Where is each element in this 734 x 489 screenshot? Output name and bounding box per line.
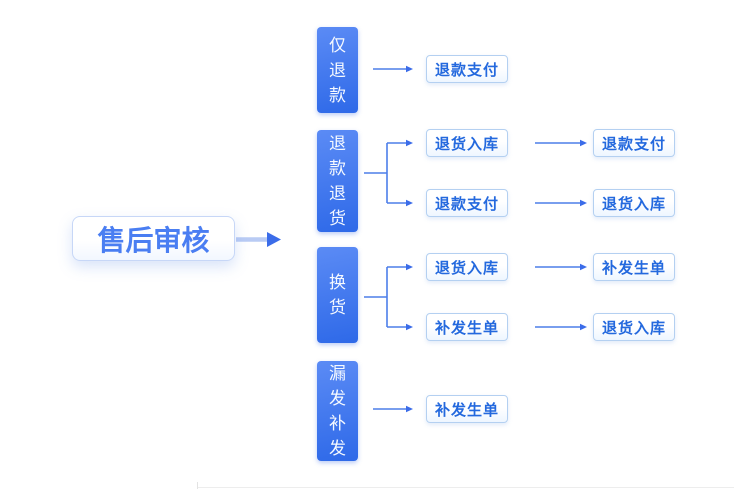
category-node-refund-return: 退款退货	[317, 130, 358, 232]
step-node: 补发生单	[426, 395, 508, 423]
step-label: 退货入库	[601, 195, 666, 213]
step-label: 补发生单	[601, 259, 666, 277]
category-label: 漏发补发	[329, 364, 346, 458]
step-node: 退款支付	[593, 129, 675, 157]
bottom-divider-tick	[197, 482, 198, 489]
step-node: 退货入库	[593, 189, 675, 217]
main-arrow	[236, 232, 281, 247]
category-node-refund-only: 仅退款	[317, 27, 358, 113]
step-node: 退款支付	[426, 55, 508, 83]
step-label: 退货入库	[434, 259, 499, 277]
category-label: 换货	[329, 273, 346, 317]
step-node: 退货入库	[426, 253, 508, 281]
step-node: 补发生单	[593, 253, 675, 281]
bottom-divider-line	[197, 487, 734, 488]
category-label: 退款退货	[329, 134, 346, 228]
step-node: 补发生单	[426, 313, 508, 341]
root-node-label: 售后审核	[97, 224, 210, 256]
step-label: 退货入库	[434, 135, 499, 153]
root-node-after-sales-review: 售后审核	[72, 216, 235, 261]
step-label: 补发生单	[434, 319, 499, 337]
fork-g2-stub	[364, 143, 388, 203]
step-label: 退款支付	[434, 61, 499, 79]
step-node: 退款支付	[426, 189, 508, 217]
step-node: 退货入库	[593, 313, 675, 341]
fork-g3-stub	[364, 267, 388, 327]
step-label: 退款支付	[601, 135, 666, 153]
step-label: 退货入库	[601, 319, 666, 337]
step-node: 退货入库	[426, 129, 508, 157]
category-node-exchange: 换货	[317, 247, 358, 343]
category-label: 仅退款	[329, 35, 346, 105]
step-label: 补发生单	[434, 401, 499, 419]
category-node-missing-reship: 漏发补发	[317, 361, 358, 461]
step-label: 退款支付	[434, 195, 499, 213]
